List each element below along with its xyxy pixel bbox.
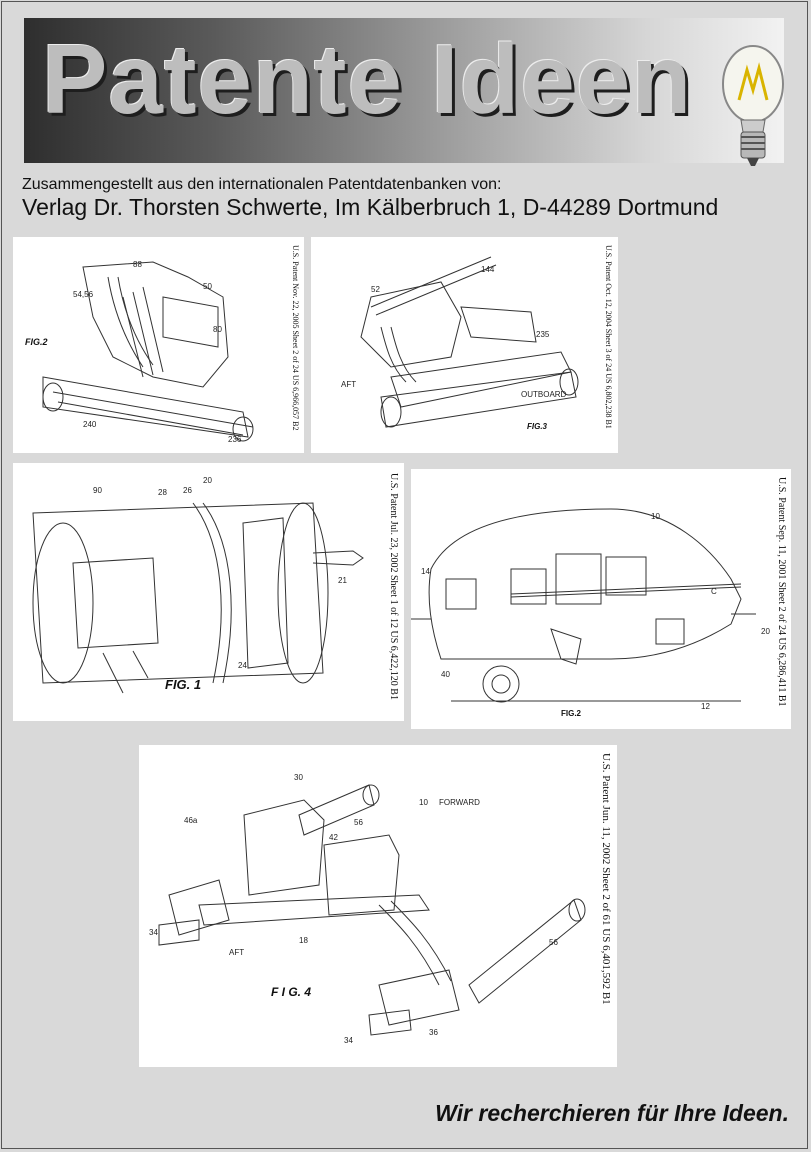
figure-label: FIG.3 [527, 422, 548, 431]
svg-text:240: 240 [83, 420, 97, 429]
svg-text:52: 52 [371, 285, 380, 294]
banner-title: Patente Ideen [42, 24, 693, 134]
svg-text:24: 24 [238, 661, 247, 670]
light-bulb-icon [722, 45, 784, 166]
svg-text:46a: 46a [184, 816, 198, 825]
svg-text:88: 88 [133, 260, 142, 269]
patent-stamp: U.S. Patent Jun. 11, 2002 Sheet 2 of 61 … [600, 753, 612, 1005]
patent-drawing: 90 28 26 20 21 24 [32, 476, 364, 694]
banner: Patente Ideen [24, 18, 784, 166]
svg-text:AFT: AFT [341, 380, 356, 389]
svg-text:FORWARD: FORWARD [439, 798, 480, 807]
figure-label: FIG. 1 [165, 677, 202, 692]
svg-text:54,56: 54,56 [73, 290, 94, 299]
svg-text:14: 14 [421, 567, 430, 576]
subtitle: Zusammengestellt aus den internationalen… [22, 176, 502, 193]
svg-text:236: 236 [228, 435, 242, 444]
svg-text:12: 12 [701, 702, 710, 711]
svg-text:235: 235 [536, 330, 550, 339]
svg-text:80: 80 [213, 325, 222, 334]
svg-text:28: 28 [158, 488, 167, 497]
svg-text:10: 10 [419, 798, 428, 807]
svg-text:20: 20 [203, 476, 212, 485]
svg-text:OUTBOARD: OUTBOARD [521, 390, 567, 399]
patent-stamp: U.S. Patent Oct. 12, 2004 Sheet 3 of 24 … [604, 245, 613, 429]
patent-sheet-5: 30 56 10 FORWARD 46a 42 AFT 18 34 56 34 36 F I… [139, 745, 617, 1067]
patent-sheet-1: 88 50 54,56 80 236 240 FIG.2 U.S. Patent No… [13, 237, 304, 453]
patent-drawing: 30 56 10 FORWARD 46a 42 AFT 18 34 56 34 36 [149, 773, 586, 1045]
svg-text:21: 21 [338, 576, 347, 585]
svg-text:AFT: AFT [229, 948, 244, 957]
patent-stamp: U.S. Patent Jul. 23, 2002 Sheet 1 of 12 … [388, 473, 399, 700]
svg-text:90: 90 [93, 486, 102, 495]
patent-drawing: 88 50 54,56 80 236 240 [42, 260, 254, 444]
figure-label: FIG.2 [561, 709, 582, 718]
patent-sheet-4: 10 14 C 40 20 12 FIG.2 U.S. Patent Sep. 11,… [411, 469, 791, 729]
figure-label: F I G. 4 [271, 985, 312, 999]
patent-drawing: 10 14 C 40 20 12 [411, 508, 770, 711]
svg-text:34: 34 [149, 928, 158, 937]
svg-text:18: 18 [299, 936, 308, 945]
svg-text:34: 34 [344, 1036, 353, 1045]
svg-text:30: 30 [294, 773, 303, 782]
svg-text:42: 42 [329, 833, 338, 842]
svg-text:20: 20 [761, 627, 770, 636]
svg-text:50: 50 [203, 282, 212, 291]
svg-text:144: 144 [481, 265, 495, 274]
svg-text:56: 56 [549, 938, 558, 947]
patent-stamp: U.S. Patent Nov. 22, 2005 Sheet 2 of 24 … [291, 245, 300, 431]
svg-text:10: 10 [651, 512, 660, 521]
patent-stamp: U.S. Patent Sep. 11, 2001 Sheet 2 of 24 … [776, 477, 787, 707]
slogan: Wir recherchieren für Ihre Ideen. [435, 1100, 789, 1126]
svg-text:C: C [711, 587, 717, 596]
svg-text:40: 40 [441, 670, 450, 679]
figure-label: FIG.2 [25, 337, 48, 347]
patent-sheet-3: 90 28 26 20 21 24 FIG. 1 U.S. Patent Jul. 2… [13, 463, 404, 721]
svg-text:26: 26 [183, 486, 192, 495]
publisher-address: Verlag Dr. Thorsten Schwerte, Im Kälberb… [22, 194, 719, 220]
svg-text:36: 36 [429, 1028, 438, 1037]
svg-text:56: 56 [354, 818, 363, 827]
